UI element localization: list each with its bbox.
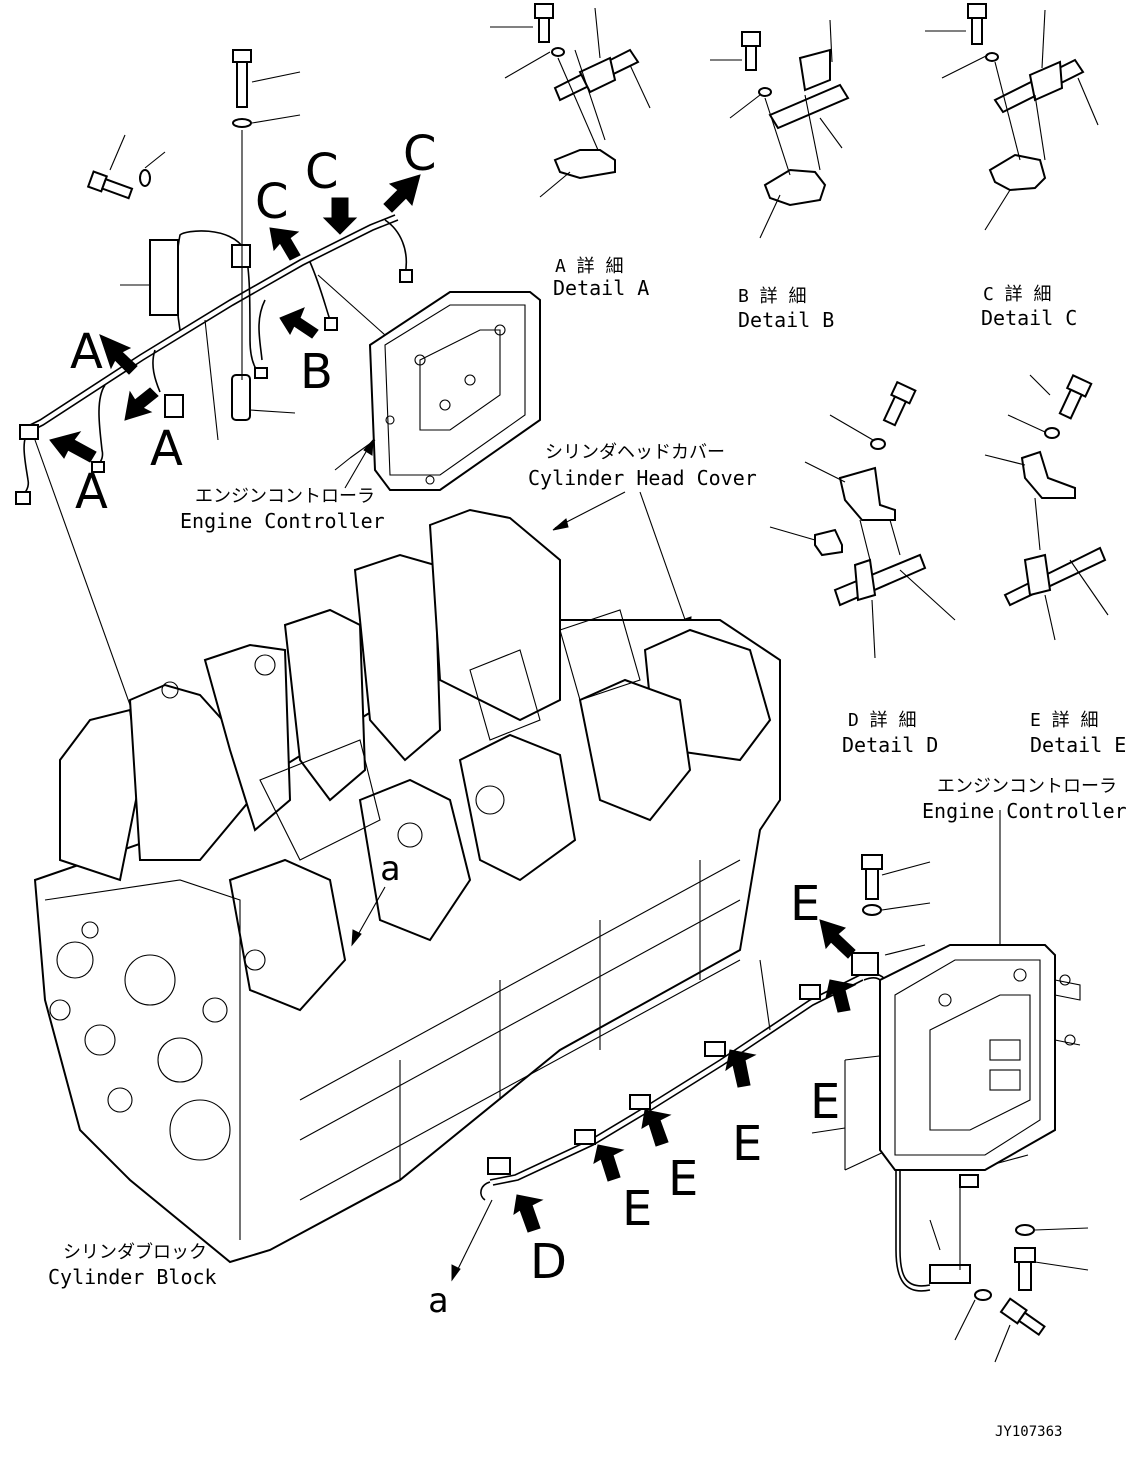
detail-d-jp: D 詳 細: [848, 710, 917, 731]
engine-controller-lower: [879, 944, 1081, 1171]
callout-e: E: [732, 1116, 762, 1172]
cylinder-head-cover-en: Cylinder Head Cover: [528, 466, 757, 490]
engine-block: [33, 508, 781, 1264]
callout-lower-a-upper: a: [351, 849, 400, 947]
engine-controller-upper: [334, 291, 541, 491]
detail-c-en: Detail C: [981, 306, 1077, 330]
callout-letters-lower: E E E E E D a: [428, 876, 840, 1321]
detail-b-jp: B 詳 細: [738, 286, 807, 307]
cylinder-head-cover-jp: シリンダヘッドカバー: [545, 442, 725, 463]
callout-c: C: [403, 126, 437, 182]
callout-c: C: [255, 174, 289, 230]
detail-b-drawing: B 詳 細 Detail B: [710, 19, 850, 332]
engine-controller-jp: エンジンコントローラ: [195, 486, 375, 507]
upper-harness-assembly: [15, 49, 413, 706]
callout-letters-upper: A A A B C C C: [70, 126, 437, 520]
callout-e: E: [622, 1181, 652, 1237]
callout-a: A: [150, 421, 183, 477]
cylinder-block-jp: シリンダブロック: [63, 1241, 207, 1263]
detail-d-drawing: D 詳 細 Detail D: [769, 380, 956, 757]
detail-e-jp: E 詳 細: [1030, 710, 1099, 731]
detail-c-jp: C 詳 細: [983, 284, 1052, 305]
lower-labels: エンジンコントローラ Engine Controller シリンダブロック Cy…: [48, 776, 1127, 1440]
detail-a-jp: A 詳 細: [555, 256, 624, 277]
engine-controller-lower-en: Engine Controller: [922, 799, 1127, 823]
callout-arrows-lower: [513, 919, 857, 1233]
callout-a: A: [70, 324, 103, 380]
callout-c: C: [305, 144, 339, 200]
callout-e: E: [790, 876, 820, 932]
detail-a-en: Detail A: [553, 276, 649, 300]
callout-d: D: [530, 1234, 567, 1290]
callout-b: B: [300, 344, 333, 400]
callout-lowercase-a: a: [380, 849, 400, 889]
detail-e-en: Detail E: [1030, 733, 1126, 757]
engine-controller-en: Engine Controller: [180, 509, 385, 533]
detail-b-en: Detail B: [738, 308, 834, 332]
callout-arrows-upper: [49, 174, 421, 463]
detail-a-drawing: A 詳 細 Detail A: [490, 3, 651, 300]
lower-harness-assembly: [451, 810, 1089, 1363]
cylinder-block-en: Cylinder Block: [48, 1265, 217, 1289]
callout-a: A: [75, 464, 108, 520]
drawing-number: JY107363: [995, 1424, 1062, 1440]
callout-lowercase-a: a: [428, 1281, 448, 1321]
engine-controller-lower-jp: エンジンコントローラ: [937, 776, 1117, 797]
callout-e: E: [668, 1151, 698, 1207]
detail-d-en: Detail D: [842, 733, 938, 757]
callout-e: E: [810, 1074, 840, 1130]
detail-c-drawing: C 詳 細 Detail C: [925, 3, 1099, 330]
detail-e-drawing: E 詳 細 Detail E: [984, 374, 1126, 757]
